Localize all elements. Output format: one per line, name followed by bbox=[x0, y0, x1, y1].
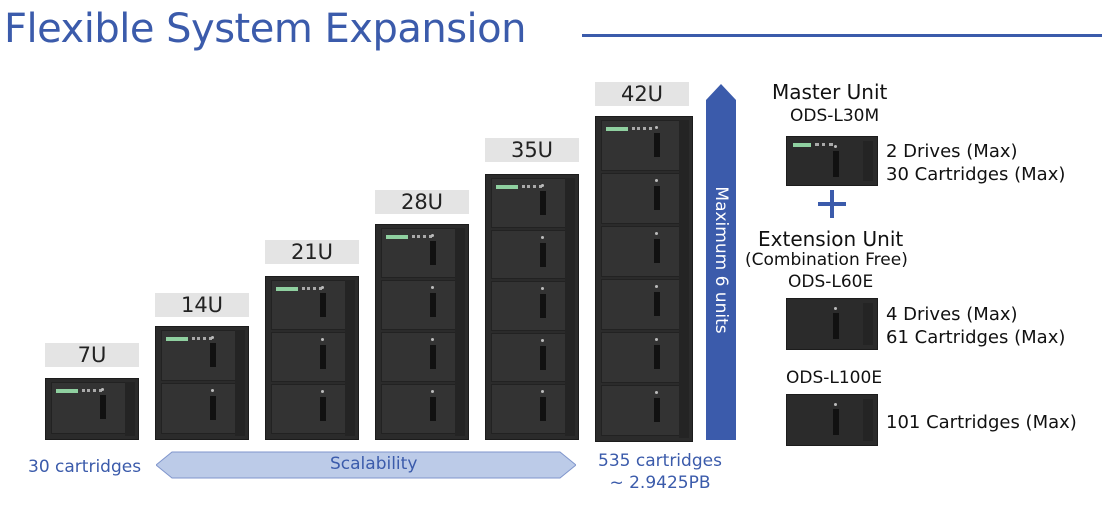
extension-module bbox=[601, 385, 687, 436]
extension-model-l100e: ODS-L100E bbox=[786, 368, 883, 388]
extension-module bbox=[601, 332, 687, 383]
title-rule bbox=[582, 34, 1102, 37]
master-unit-image bbox=[786, 136, 878, 186]
l60e-cartridges: 61 Cartridges (Max) bbox=[886, 327, 1066, 348]
master-unit-model: ODS-L30M bbox=[790, 106, 880, 126]
capacity-max-cartridges: 535 cartridges bbox=[598, 451, 722, 471]
rack-42u bbox=[595, 116, 693, 442]
master-module bbox=[271, 280, 353, 330]
master-module bbox=[381, 228, 463, 278]
extension-module bbox=[601, 173, 687, 224]
capacity-max-petabytes: ~ 2.9425PB bbox=[609, 473, 711, 493]
maximum-arrow bbox=[706, 84, 736, 440]
config-label-42u: 42U bbox=[595, 82, 689, 106]
extension-module bbox=[381, 332, 463, 382]
master-module bbox=[601, 120, 687, 171]
scalability-arrow bbox=[156, 451, 576, 479]
master-module bbox=[51, 382, 133, 434]
scalability-label: Scalability bbox=[330, 454, 418, 474]
plus-icon bbox=[818, 190, 846, 218]
extension-module bbox=[601, 226, 687, 277]
rack-21u bbox=[265, 276, 359, 440]
l60e-drives: 4 Drives (Max) bbox=[886, 304, 1018, 325]
extension-module bbox=[491, 229, 573, 280]
rack-7u bbox=[45, 378, 139, 440]
extension-module bbox=[491, 384, 573, 434]
rack-28u bbox=[375, 224, 469, 440]
rack-14u bbox=[155, 326, 249, 440]
master-unit-heading: Master Unit bbox=[772, 80, 888, 104]
extension-module bbox=[161, 383, 243, 434]
config-label-28u: 28U bbox=[375, 190, 469, 214]
extension-module bbox=[601, 279, 687, 330]
extension-module bbox=[381, 280, 463, 330]
master-unit-drives: 2 Drives (Max) bbox=[886, 141, 1018, 162]
config-label-7u: 7U bbox=[45, 343, 139, 367]
maximum-units-label: Maximum 6 units bbox=[711, 186, 731, 334]
config-label-14u: 14U bbox=[155, 293, 249, 317]
extension-module bbox=[381, 384, 463, 434]
master-module bbox=[161, 330, 243, 381]
capacity-max: 535 cartridges ~ 2.9425PB bbox=[585, 450, 735, 494]
extension-module bbox=[271, 384, 353, 434]
extension-module bbox=[491, 332, 573, 383]
extension-unit-note: (Combination Free) bbox=[745, 250, 908, 270]
l60e-unit-image bbox=[786, 298, 878, 350]
config-label-35u: 35U bbox=[485, 138, 579, 162]
master-module bbox=[491, 178, 573, 228]
extension-module bbox=[491, 281, 573, 331]
config-label-21u: 21U bbox=[265, 240, 359, 264]
master-unit-cartridges: 30 Cartridges (Max) bbox=[886, 164, 1066, 185]
rack-35u bbox=[485, 174, 579, 440]
extension-module bbox=[271, 332, 353, 382]
extension-model-l60e: ODS-L60E bbox=[788, 272, 874, 292]
l100e-unit-image bbox=[786, 394, 878, 446]
page-title: Flexible System Expansion bbox=[4, 6, 527, 52]
capacity-min: 30 cartridges bbox=[28, 457, 142, 477]
l100e-cartridges: 101 Cartridges (Max) bbox=[886, 412, 1077, 433]
extension-unit-heading: Extension Unit bbox=[758, 227, 904, 251]
